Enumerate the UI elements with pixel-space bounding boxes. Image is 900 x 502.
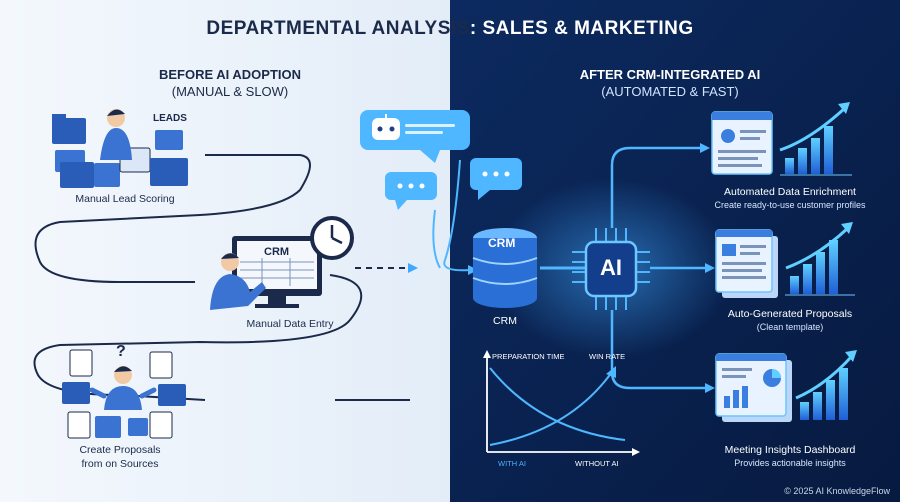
chart-x-with-ai: WITH AI [498,459,526,468]
after-subheading: (AUTOMATED & FAST) [601,84,739,99]
preparation-time-curve [489,367,626,441]
bar-chart-icon [779,102,852,176]
ai-chip-icon [572,228,650,310]
document-icon [715,229,778,298]
step-manual-lead-scoring: Manual Lead Scoring [75,193,175,205]
before-heading: BEFORE AI ADOPTION [158,67,302,82]
chat-bubbles [360,110,522,275]
page-title: DEPARTMENTAL ANALYSIS: SALES & MARKETING [206,18,694,39]
dashboard-icon [715,350,857,422]
database-icon [472,228,538,308]
comparison-chart [483,350,640,456]
output-proposals-sub: (Clean template) [756,322,824,332]
chart-series-preparation-time: PREPARATION TIME [492,352,565,361]
profile-card-icon [711,111,773,175]
after-heading: AFTER CRM-INTEGRATED AI [579,67,761,82]
ai-chip-label: AI [600,255,622,280]
step-create-proposals-line2: from on Sources [81,458,159,470]
win-rate-curve [489,371,613,446]
database-label: CRM [488,236,516,250]
manual-flow-path [33,154,410,401]
leads-label: LEADS [153,113,187,124]
question-mark: ? [116,343,126,360]
create-proposals-illustration [62,349,186,439]
output-data-enrichment-sub: Create ready-to-use customer profiles [714,200,866,210]
output-proposals-title: Auto-Generated Proposals [727,308,853,320]
step-manual-data-entry: Manual Data Entry [246,318,334,330]
crm-label: CRM [493,315,517,327]
robot-icon [372,114,455,140]
manual-data-entry-illustration [210,216,354,310]
copyright-text: © 2025 AI KnowledgeFlow [784,486,890,496]
output-data-enrichment-title: Automated Data Enrichment [724,186,856,198]
before-subheading: (MANUAL & SLOW) [171,84,289,99]
chart-x-without-ai: WITHOUT AI [575,459,619,468]
step-create-proposals-line1: Create Proposals [79,444,161,456]
chart-series-win-rate: WIN RATE [589,352,626,361]
manual-lead-scoring-illustration [52,109,188,188]
crm-screen-label: CRM [264,246,290,258]
output-meeting-insights-title: Meeting Insights Dashboard [724,444,856,456]
output-meeting-insights-sub: Provides actionable insights [734,458,846,468]
bar-chart-icon [785,222,855,296]
